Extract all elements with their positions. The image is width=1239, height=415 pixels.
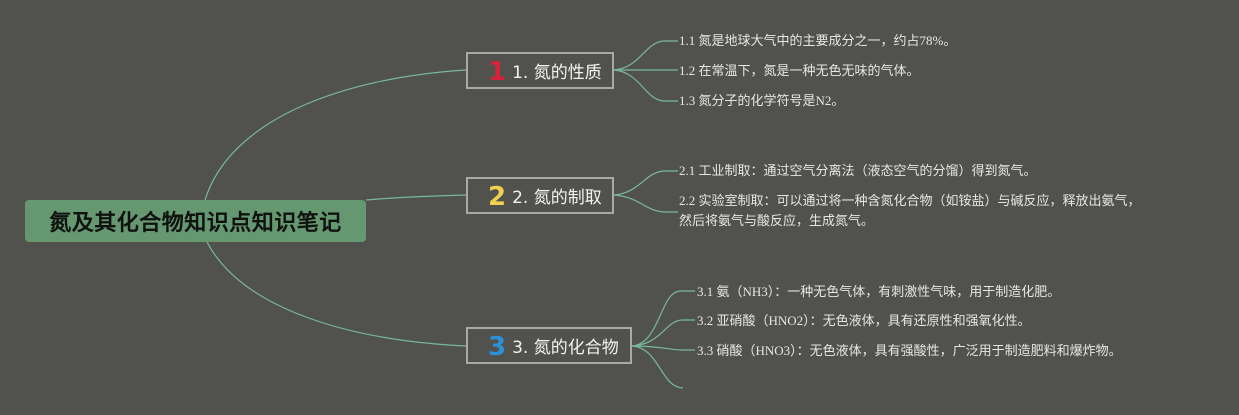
- leaf-3-3[interactable]: 3.3 硝酸（HNO3）：无色液体，具有强酸性，广泛用于制造肥料和爆炸物。: [697, 343, 1122, 358]
- branch-label: 2. 氮的制取: [512, 188, 602, 208]
- leaf-2-2-continued[interactable]: 然后将氨气与酸反应，生成氮气。: [679, 213, 875, 228]
- leaf-3-2[interactable]: 3.2 亚硝酸（HNO2）：无色液体，具有还原性和强氧化性。: [697, 313, 1031, 328]
- link-branch-3-leaf-4: [631, 345, 684, 389]
- branch-label: 1. 氮的性质: [512, 63, 602, 83]
- link-branch-3-leaf-1: [631, 290, 695, 347]
- branch-topic-3[interactable]: 3 3. 氮的化合物: [466, 327, 632, 364]
- priority-3-icon: 3: [488, 331, 507, 362]
- branch-topic-1[interactable]: 1 1. 氮的性质: [466, 52, 614, 89]
- link-branch-1-leaf-1: [613, 40, 678, 71]
- link-root-branch-3: [206, 241, 467, 347]
- branch-topic-2[interactable]: 2 2. 氮的制取: [466, 177, 614, 214]
- link-branch-2-leaf-1: [613, 170, 678, 196]
- root-title: 氮及其化合物知识点知识笔记: [49, 211, 342, 236]
- leaf-2-1[interactable]: 2.1 工业制取：通过空气分离法（液态空气的分馏）得到氮气。: [679, 163, 1037, 178]
- leaf-1-2[interactable]: 1.2 在常温下，氮是一种无色无味的气体。: [679, 63, 920, 78]
- link-branch-3-leaf-3: [631, 345, 695, 351]
- priority-1-icon: 1: [488, 56, 507, 87]
- link-branch-3-leaf-2: [631, 319, 695, 347]
- root-topic[interactable]: 氮及其化合物知识点知识笔记: [25, 200, 366, 242]
- link-root-branch-2: [365, 194, 467, 201]
- priority-2-icon: 2: [488, 181, 507, 212]
- link-root-branch-1: [204, 69, 467, 201]
- leaf-1-3[interactable]: 1.3 氮分子的化学符号是N2。: [679, 93, 845, 108]
- branch-label: 3. 氮的化合物: [512, 338, 619, 358]
- leaf-3-1[interactable]: 3.1 氨（NH3）：一种无色气体，有刺激性气味，用于制造化肥。: [697, 284, 1061, 299]
- link-branch-1-leaf-3: [613, 69, 678, 102]
- leaf-1-1[interactable]: 1.1 氮是地球大气中的主要成分之一，约占78%。: [679, 33, 957, 48]
- link-branch-2-leaf-2: [613, 194, 678, 213]
- leaf-2-2[interactable]: 2.2 实验室制取：可以通过将一种含氮化合物（如铵盐）与碱反应，释放出氨气，: [679, 193, 1141, 208]
